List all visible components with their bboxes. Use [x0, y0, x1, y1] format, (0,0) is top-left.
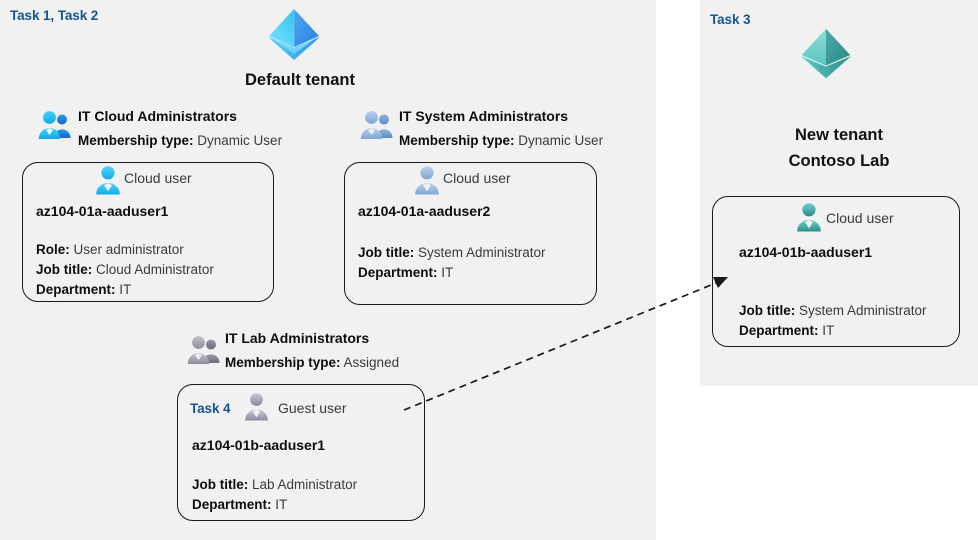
tenant-name-new-line1: New tenant — [794, 126, 883, 144]
attr-value: IT — [441, 265, 454, 280]
user-type-guest: Guest user — [278, 400, 347, 416]
attr-jobtitle-aaduser1: Job title: Cloud Administrator — [36, 260, 214, 279]
azure-ad-tenant-icon-default — [262, 4, 326, 68]
attr-value: User administrator — [73, 242, 184, 257]
group-membership-it-cloud-administrators: Membership type: Dynamic User — [78, 133, 282, 148]
group-users-icon-it-system-administrators — [360, 110, 394, 140]
attr-label: Job title: — [192, 477, 249, 492]
username-guest-aaduser1: az104-01b-aaduser1 — [192, 437, 326, 453]
group-users-icon-it-cloud-administrators — [38, 110, 72, 140]
group-title-it-lab-administrators: IT Lab Administrators — [225, 330, 370, 346]
attr-value: IT — [822, 323, 835, 338]
attr-label: Role: — [36, 242, 70, 257]
task-label-3: Task 3 — [710, 12, 751, 27]
attr-jobtitle-b-aaduser1: Job title: System Administrator — [739, 301, 927, 320]
membership-value: Dynamic User — [518, 133, 604, 148]
user-card-aaduser1[interactable] — [22, 162, 274, 302]
membership-label: Membership type: — [225, 355, 341, 370]
attr-label: Job title: — [358, 245, 415, 260]
cloud-user-icon-aaduser2 — [414, 165, 440, 195]
attr-department-aaduser1: Department: IT — [36, 280, 131, 299]
attr-jobtitle-aaduser2: Job title: System Administrator — [358, 243, 546, 262]
user-card-b-aaduser1[interactable] — [712, 196, 960, 347]
user-type-aaduser1: Cloud user — [124, 170, 192, 186]
attr-label: Department: — [358, 265, 438, 280]
attr-value: Cloud Administrator — [96, 262, 214, 277]
group-title-it-system-administrators: IT System Administrators — [399, 108, 569, 124]
membership-label: Membership type: — [399, 133, 515, 148]
guest-user-icon — [244, 392, 269, 421]
attr-role-aaduser1: Role: User administrator — [36, 240, 184, 259]
group-users-icon-it-lab-administrators — [187, 335, 221, 365]
attr-jobtitle-guest: Job title: Lab Administrator — [192, 475, 357, 494]
membership-label: Membership type: — [78, 133, 194, 148]
attr-department-aaduser2: Department: IT — [358, 263, 453, 282]
attr-value: System Administrator — [799, 303, 927, 318]
user-card-guest-aaduser1[interactable] — [177, 384, 425, 521]
group-title-it-cloud-administrators: IT Cloud Administrators — [78, 108, 237, 124]
user-type-aaduser2: Cloud user — [443, 170, 511, 186]
task-label-4: Task 4 — [190, 401, 231, 416]
group-membership-it-lab-administrators: Membership type: Assigned — [225, 355, 399, 370]
tenant-name-new-line2: Contoso Lab — [788, 152, 890, 170]
task-label-1-2: Task 1, Task 2 — [10, 8, 99, 23]
tenant-name-default: Default tenant — [244, 71, 355, 89]
attr-value: Lab Administrator — [252, 477, 358, 492]
username-aaduser2: az104-01a-aaduser2 — [358, 203, 491, 219]
attr-label: Department: — [36, 282, 116, 297]
cloud-user-icon-b-aaduser1 — [796, 202, 822, 232]
attr-label: Department: — [192, 497, 272, 512]
azure-ad-tenant-icon-new — [795, 24, 857, 86]
attr-label: Job title: — [739, 303, 796, 318]
membership-value: Dynamic User — [197, 133, 283, 148]
cloud-user-icon-aaduser1 — [95, 165, 121, 195]
attr-value: IT — [275, 497, 288, 512]
attr-value: System Administrator — [418, 245, 546, 260]
membership-value: Assigned — [343, 355, 400, 370]
user-type-b-aaduser1: Cloud user — [826, 210, 894, 226]
attr-label: Department: — [739, 323, 819, 338]
attr-value: IT — [119, 282, 132, 297]
username-aaduser1: az104-01a-aaduser1 — [36, 203, 169, 219]
user-card-aaduser2[interactable] — [344, 162, 597, 305]
group-membership-it-system-administrators: Membership type: Dynamic User — [399, 133, 603, 148]
attr-label: Job title: — [36, 262, 93, 277]
username-b-aaduser1: az104-01b-aaduser1 — [739, 244, 873, 260]
attr-department-b-aaduser1: Department: IT — [739, 321, 834, 340]
attr-department-guest: Department: IT — [192, 495, 287, 514]
